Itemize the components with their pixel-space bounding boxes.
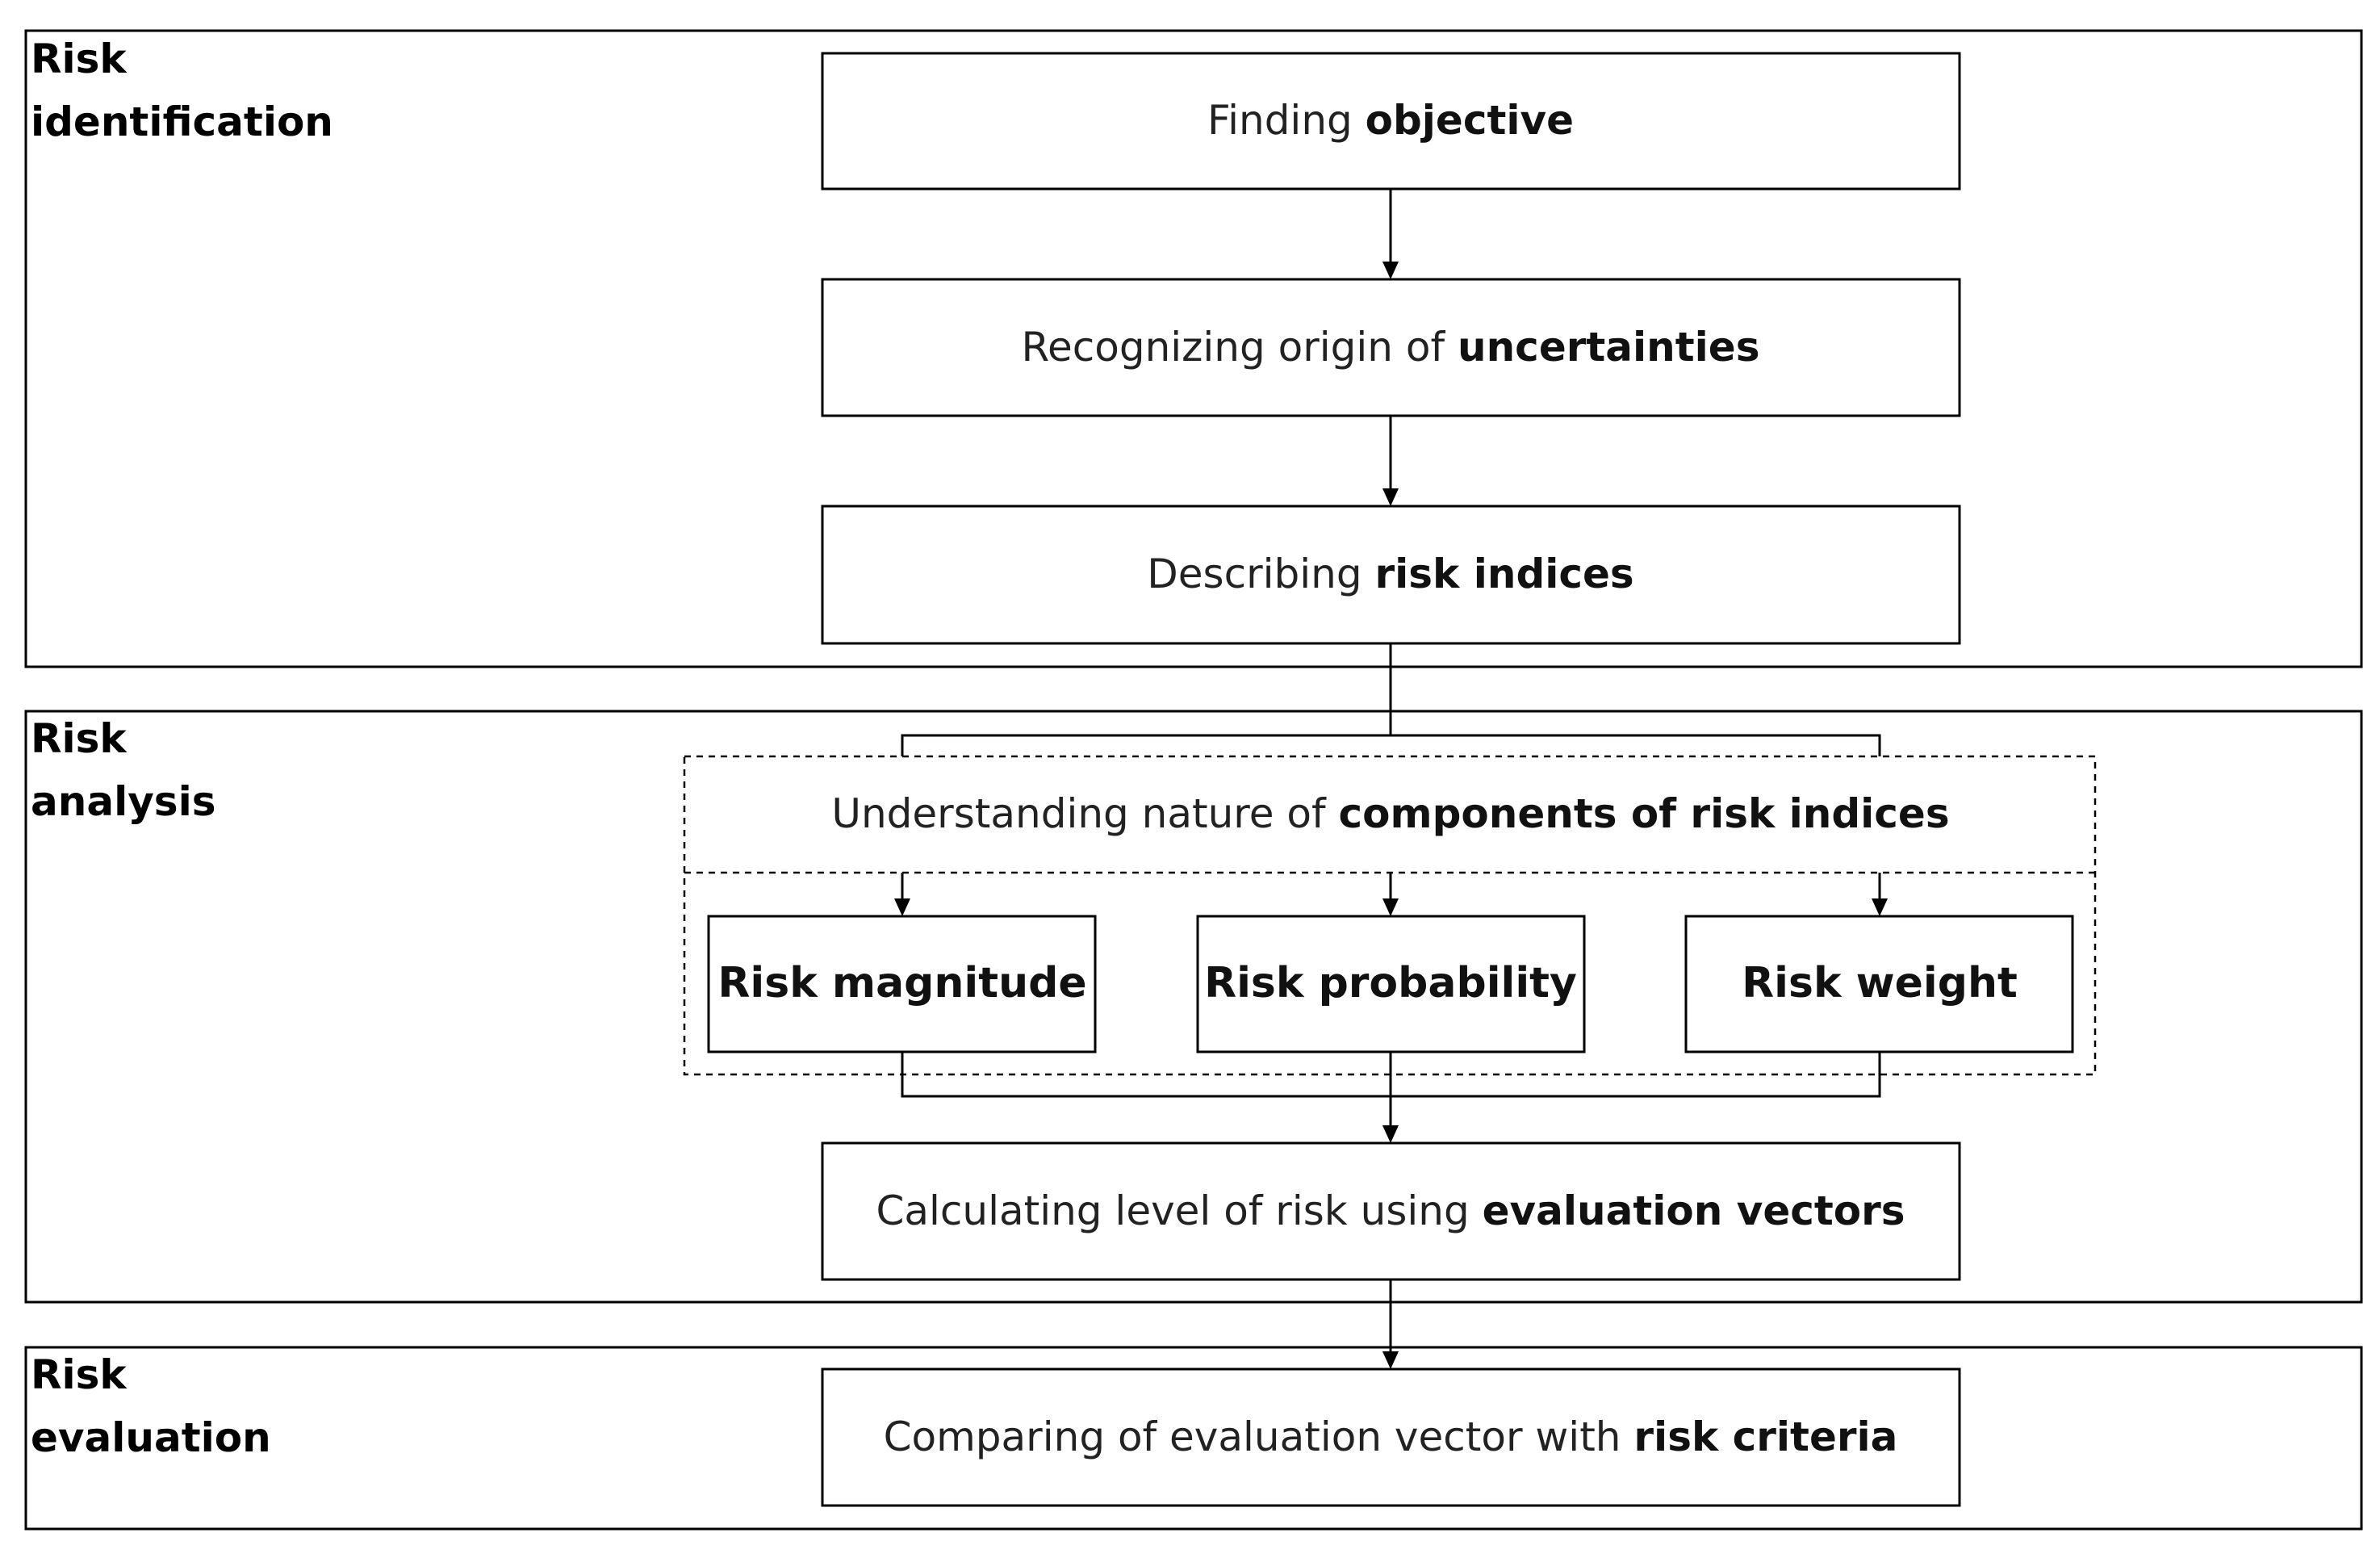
step-box-finding-objective bbox=[821, 52, 1961, 191]
section-risk-identification: Risk identification bbox=[24, 29, 2363, 668]
arrowhead-to-indices bbox=[1382, 488, 1399, 506]
step-finding-objective: Finding objective bbox=[821, 52, 1961, 191]
step-text-calculating-level: Calculating level of risk using evaluati… bbox=[876, 1187, 1905, 1234]
step-text-finding-objective: Finding objective bbox=[1207, 97, 1574, 144]
step-bold-comparing-vector: risk criteria bbox=[1633, 1414, 1897, 1460]
section-risk-evaluation: Risk evaluation bbox=[24, 1346, 2363, 1531]
arrowhead-to-magnitude bbox=[894, 898, 910, 916]
step-plain-finding-objective: Finding bbox=[1207, 97, 1366, 144]
step-plain-understanding-components: Understanding nature of bbox=[831, 790, 1338, 837]
component-label-probability: Risk probability bbox=[1204, 959, 1577, 1007]
component-risk-probability: Risk probability bbox=[1196, 915, 1586, 1053]
section-label-evaluation-line2: evaluation bbox=[31, 1414, 271, 1461]
section-frame-identification bbox=[24, 29, 2363, 668]
section-label-evaluation: Risk evaluation bbox=[31, 1351, 271, 1461]
step-plain-describing-indices: Describing bbox=[1147, 551, 1374, 597]
step-box-recognizing-uncertainties bbox=[821, 278, 1961, 417]
section-frame-evaluation bbox=[24, 1346, 2363, 1531]
step-box-describing-indices bbox=[821, 505, 1961, 645]
section-frame-analysis bbox=[24, 710, 2363, 1304]
component-risk-weight: Risk weight bbox=[1684, 915, 2074, 1053]
component-box-probability bbox=[1196, 915, 1586, 1053]
step-text-understanding-components: Understanding nature of components of ri… bbox=[831, 790, 1949, 837]
section-label-analysis-line2: analysis bbox=[31, 778, 215, 825]
arrowhead-to-uncertainties bbox=[1382, 262, 1399, 279]
section-label-identification: Risk identification bbox=[31, 36, 333, 145]
connectors bbox=[894, 189, 1888, 1369]
step-plain-recognizing-uncertainties: Recognizing origin of bbox=[1022, 324, 1458, 371]
step-plain-calculating-level: Calculating level of risk using bbox=[876, 1187, 1482, 1234]
section-label-evaluation-line1: Risk bbox=[31, 1351, 128, 1398]
group-understanding-components: Understanding nature of components of ri… bbox=[683, 755, 2097, 1076]
step-box-calculating-level bbox=[821, 1141, 1961, 1281]
step-bold-understanding-components: components of risk indices bbox=[1339, 790, 1950, 837]
dashed-frame-components bbox=[683, 755, 2097, 1076]
step-text-describing-indices: Describing risk indices bbox=[1147, 551, 1633, 597]
arrowhead-to-weight bbox=[1872, 898, 1888, 916]
step-plain-comparing-vector: Comparing of evaluation vector with bbox=[884, 1414, 1634, 1460]
arrowhead-to-probability bbox=[1382, 898, 1399, 916]
step-bold-recognizing-uncertainties: uncertainties bbox=[1458, 324, 1760, 371]
step-recognizing-uncertainties: Recognizing origin of uncertainties bbox=[821, 278, 1961, 417]
step-calculating-level: Calculating level of risk using evaluati… bbox=[821, 1141, 1961, 1281]
step-text-recognizing-uncertainties: Recognizing origin of uncertainties bbox=[1022, 324, 1760, 371]
connector-top-bracket bbox=[901, 734, 1881, 756]
step-text-comparing-vector: Comparing of evaluation vector with risk… bbox=[884, 1414, 1898, 1460]
step-describing-indices: Describing risk indices bbox=[821, 505, 1961, 645]
step-bold-calculating-level: evaluation vectors bbox=[1483, 1187, 1905, 1234]
arrowhead-to-comparing bbox=[1382, 1351, 1399, 1369]
section-label-identification-line1: Risk bbox=[31, 36, 128, 82]
arrowhead-to-calculating bbox=[1382, 1125, 1399, 1143]
section-risk-analysis: Risk analysis bbox=[24, 710, 2363, 1304]
component-box-magnitude bbox=[707, 915, 1097, 1053]
section-label-identification-line2: identification bbox=[31, 98, 333, 145]
component-box-weight bbox=[1684, 915, 2074, 1053]
step-comparing-vector: Comparing of evaluation vector with risk… bbox=[821, 1367, 1961, 1507]
section-label-analysis-line1: Risk bbox=[31, 715, 128, 762]
section-label-analysis: Risk analysis bbox=[31, 715, 215, 825]
step-bold-finding-objective: objective bbox=[1366, 97, 1574, 144]
component-label-magnitude: Risk magnitude bbox=[717, 959, 1086, 1007]
step-box-comparing-vector bbox=[821, 1367, 1961, 1507]
step-bold-describing-indices: risk indices bbox=[1375, 551, 1634, 597]
component-label-weight: Risk weight bbox=[1742, 959, 2018, 1007]
component-risk-magnitude: Risk magnitude bbox=[707, 915, 1097, 1053]
